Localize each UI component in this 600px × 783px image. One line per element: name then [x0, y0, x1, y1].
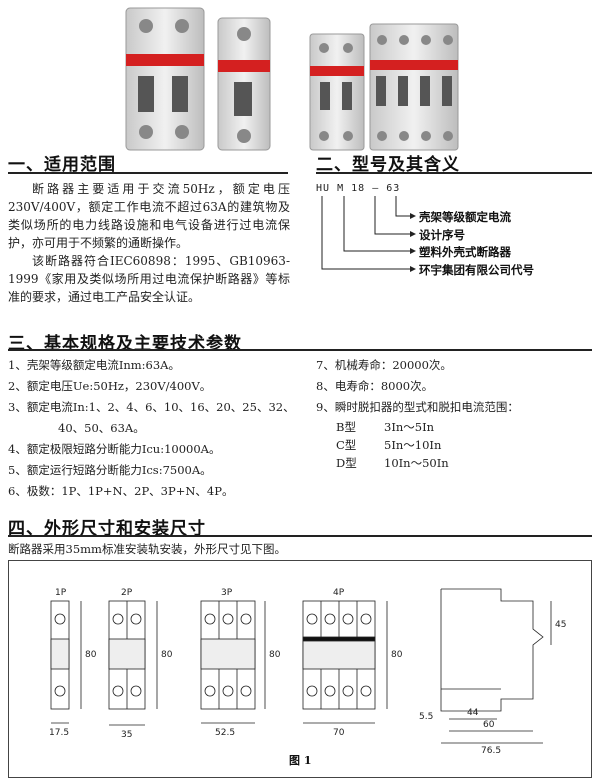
spec-item-3-cont: 40、50、63A。 — [8, 418, 304, 439]
width-label-4p: 70 — [333, 728, 345, 738]
product-photo-3p-4p — [309, 23, 459, 151]
width-label-1p: 17.5 — [49, 728, 69, 738]
pole-label-1p: 1P — [55, 588, 67, 598]
spec-item-3-cont-text: 40、50、63A。 — [58, 421, 145, 435]
scope-paragraph-1: 断路器主要适用于交流50Hz，额定电压230V/400V，额定工作电流不超过63… — [8, 182, 290, 250]
product-photo-1p-2p — [125, 7, 271, 151]
section-2-title: 二、型号及其含义 — [316, 155, 460, 175]
height-label-3p: 80 — [269, 650, 281, 660]
section-4-title: 四、外形尺寸和安装尺寸 — [8, 519, 206, 539]
trip-type-d: D型 — [336, 456, 357, 470]
scope-paragraph-2: 该断路器符合IEC60898：1995、GB10963-1999《家用及类似场所… — [8, 254, 290, 304]
dimensions-intro: 断路器采用35mm标准安装轨安装，外形尺寸见下图。 — [8, 542, 286, 556]
trip-range-c: 5In～10In — [384, 438, 442, 452]
spec-list-left: 1、壳架等级额定电流Inm:63A。 2、额定电压Ue:50Hz，230V/40… — [8, 355, 304, 502]
trip-range-d: 10In～50In — [384, 456, 449, 470]
code-part-dash: — — [372, 183, 380, 194]
spec-item-3: 3、额定电流In:1、2、4、6、10、16、20、25、32、 — [8, 400, 295, 414]
section-1-title: 一、适用范围 — [8, 155, 116, 175]
section-4-rule — [8, 535, 592, 537]
code-part-63: 63 — [386, 183, 401, 194]
pole-label-4p: 4P — [333, 588, 345, 598]
pole-label-2p: 2P — [121, 588, 133, 598]
trip-range-b: 3In～5In — [384, 420, 435, 434]
spec-item-6: 6、极数：1P、1P+N、2P、3P+N、4P。 — [8, 484, 234, 498]
spec-item-1: 1、壳架等级额定电流Inm:63A。 — [8, 358, 180, 372]
model-meaning-design-serial: 设计序号 — [419, 228, 465, 242]
model-meaning-moulded-case: 塑料外壳式断路器 — [419, 245, 511, 259]
dimension-drawing: 1P 2P 3P 4P 80 80 80 80 17.5 35 52.5 70 … — [49, 588, 566, 756]
model-meaning-rated-current: 壳架等级额定电流 — [419, 210, 511, 224]
height-label-4p: 80 — [391, 650, 403, 660]
spec-item-4: 4、额定极限短路分断能力Icu:10000A。 — [8, 442, 221, 456]
model-code: HU M 18 — 63 — [316, 183, 400, 194]
code-part-m: M — [337, 183, 345, 194]
side-label-offset: 5.5 — [419, 712, 433, 722]
width-label-2p: 35 — [121, 730, 132, 740]
spec-item-9: 9、瞬时脱扣器的型式和脱扣电流范围： — [316, 400, 519, 414]
pole-label-3p: 3P — [221, 588, 233, 598]
spec-item-8: 8、电寿命：8000次。 — [316, 379, 434, 393]
section-2-rule — [316, 172, 592, 174]
height-label-1p: 80 — [85, 650, 97, 660]
dimension-drawing-frame: 1P 2P 3P 4P 80 80 80 80 17.5 35 52.5 70 … — [8, 560, 592, 778]
section-1-rule — [8, 172, 288, 174]
side-label-60: 60 — [483, 720, 495, 730]
model-meaning-company-code: 环宇集团有限公司代号 — [419, 263, 534, 277]
height-label-2p: 80 — [161, 650, 173, 660]
code-part-hu: HU — [316, 183, 331, 194]
trip-type-b: B型 — [336, 420, 356, 434]
spec-list-right: 7、机械寿命：20000次。 8、电寿命：8000次。 9、瞬时脱扣器的型式和脱… — [316, 355, 592, 418]
side-label-44: 44 — [467, 708, 479, 718]
section-3-rule — [8, 349, 592, 351]
spec-item-2: 2、额定电压Ue:50Hz，230V/400V。 — [8, 379, 212, 393]
code-part-18: 18 — [351, 183, 366, 194]
side-label-top: 45 — [555, 620, 566, 630]
side-label-765: 76.5 — [481, 746, 501, 756]
model-leader-lines — [321, 196, 416, 272]
scope-text: 断路器主要适用于交流50Hz，额定电压230V/400V，额定工作电流不超过63… — [8, 180, 290, 306]
spec-item-5: 5、额定运行短路分断能力Ics:7500A。 — [8, 463, 212, 477]
figure-caption: 图 1 — [289, 754, 312, 767]
spec-item-7: 7、机械寿命：20000次。 — [316, 358, 452, 372]
width-label-3p: 52.5 — [215, 728, 235, 738]
trip-type-c: C型 — [336, 438, 357, 452]
